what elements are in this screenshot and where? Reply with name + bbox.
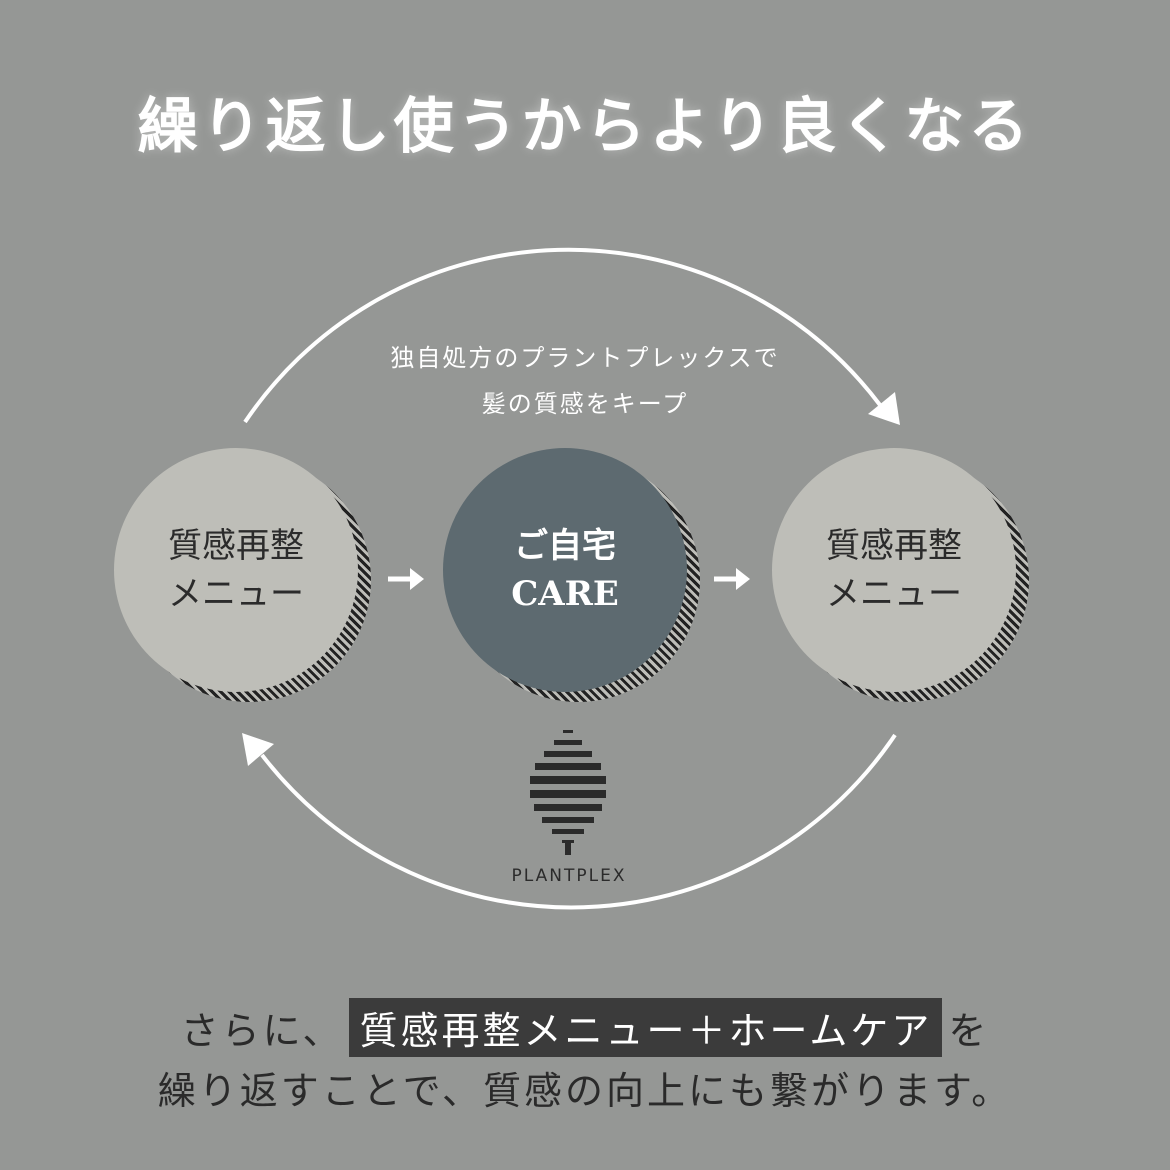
plantplex-brand-name: PLANTPLEX: [511, 866, 627, 886]
top-text-line1: 独自処方のプラントプレックスで: [390, 344, 780, 372]
arrow-left-to-center: [388, 568, 424, 590]
bottom-text-line1: さらに、質感再整メニュー＋ホームケアを: [0, 998, 1170, 1057]
right-circle-line2: メニュー: [826, 574, 962, 614]
bottom-arc-arrowhead: [242, 733, 274, 766]
bottom-line1-prefix: さらに、: [180, 1009, 344, 1053]
page-title: 繰り返し使うからより良くなる: [137, 92, 1033, 162]
bottom-cycle-arc: [260, 733, 897, 910]
center-circle-line2: CARE: [511, 574, 619, 614]
plantplex-logo-icon: [530, 730, 606, 855]
bottom-text-line2: 繰り返すことで、質感の向上にも繋がります。: [157, 1069, 1013, 1113]
left-circle-line1: 質感再整: [168, 526, 304, 566]
arrow-center-to-right: [714, 568, 750, 590]
right-texture-menu-circle: 質感再整 メニュー: [772, 448, 1016, 692]
bottom-highlight: 質感再整メニュー＋ホームケア: [349, 998, 943, 1057]
left-texture-menu-circle: 質感再整 メニュー: [114, 448, 358, 692]
right-circle-line1: 質感再整: [826, 526, 962, 566]
top-text-line2: 髪の質感をキープ: [481, 390, 689, 418]
home-care-circle: ご自宅 CARE: [443, 448, 687, 692]
top-cycle-arc: [243, 247, 882, 424]
top-arc-arrowhead: [868, 392, 900, 425]
left-circle-line2: メニュー: [168, 574, 304, 614]
center-circle-line1: ご自宅: [514, 526, 616, 566]
bottom-line1-suffix: を: [948, 1009, 990, 1053]
